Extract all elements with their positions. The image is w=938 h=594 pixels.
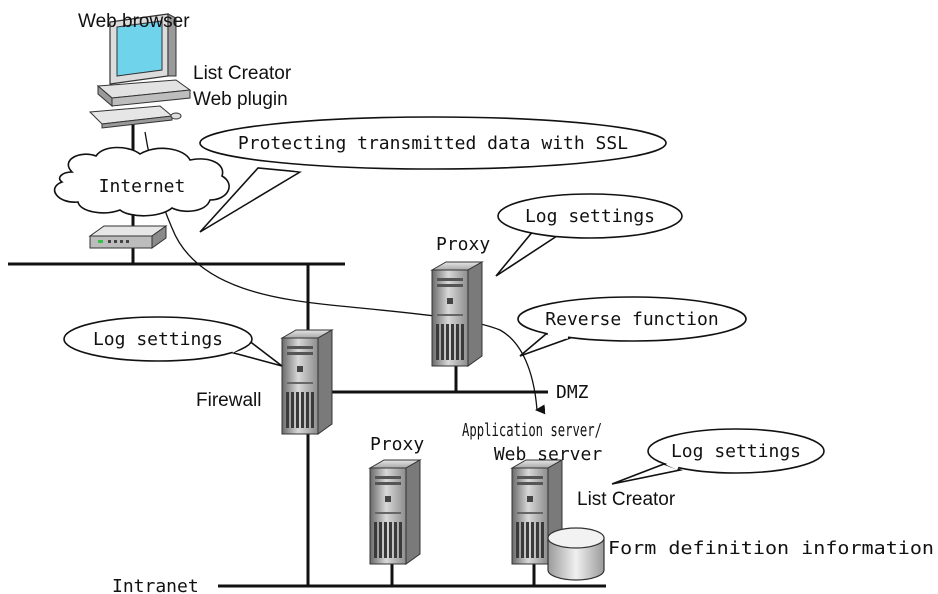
internet-label: Internet bbox=[99, 176, 186, 197]
list-creator-label: List Creator bbox=[577, 489, 676, 510]
proxy-intranet-server-icon bbox=[369, 459, 421, 565]
callout-reverse: Reverse function bbox=[517, 296, 747, 357]
cloud-icon bbox=[53, 146, 230, 217]
app-server-label-line1: Application server/ bbox=[462, 420, 602, 441]
database-icon bbox=[547, 527, 605, 581]
proxy-dmz-server-icon bbox=[431, 261, 483, 367]
proxy-intranet-label: Proxy bbox=[370, 434, 424, 455]
callout-log-app-text: Log settings bbox=[671, 441, 801, 462]
callout-log-proxy-text: Log settings bbox=[525, 206, 655, 227]
app-server-label-line2: Web server bbox=[494, 444, 603, 465]
computer-icon bbox=[88, 13, 192, 129]
dmz-label: DMZ bbox=[556, 382, 589, 403]
callout-ssl-text: Protecting transmitted data with SSL bbox=[238, 133, 628, 154]
firewall-server-icon bbox=[281, 329, 333, 435]
form-definition-label: Form definition information bbox=[608, 538, 934, 559]
callout-log-app: Log settings bbox=[611, 428, 825, 485]
proxy-dmz-label: Proxy bbox=[436, 234, 490, 255]
callout-reverse-text: Reverse function bbox=[545, 309, 718, 330]
router-icon bbox=[88, 225, 168, 249]
web-browser-label: Web browser bbox=[78, 11, 190, 32]
callout-ssl: Protecting transmitted data with SSL bbox=[199, 116, 667, 233]
plugin-label-line1: List Creator bbox=[193, 63, 292, 84]
callout-log-firewall: Log settings bbox=[63, 316, 283, 367]
callout-log-proxy: Log settings bbox=[495, 193, 683, 277]
plugin-label-line2: Web plugin bbox=[193, 89, 288, 110]
callout-log-firewall-text: Log settings bbox=[93, 329, 223, 350]
intranet-label: Intranet bbox=[112, 576, 199, 594]
firewall-label: Firewall bbox=[196, 390, 261, 411]
